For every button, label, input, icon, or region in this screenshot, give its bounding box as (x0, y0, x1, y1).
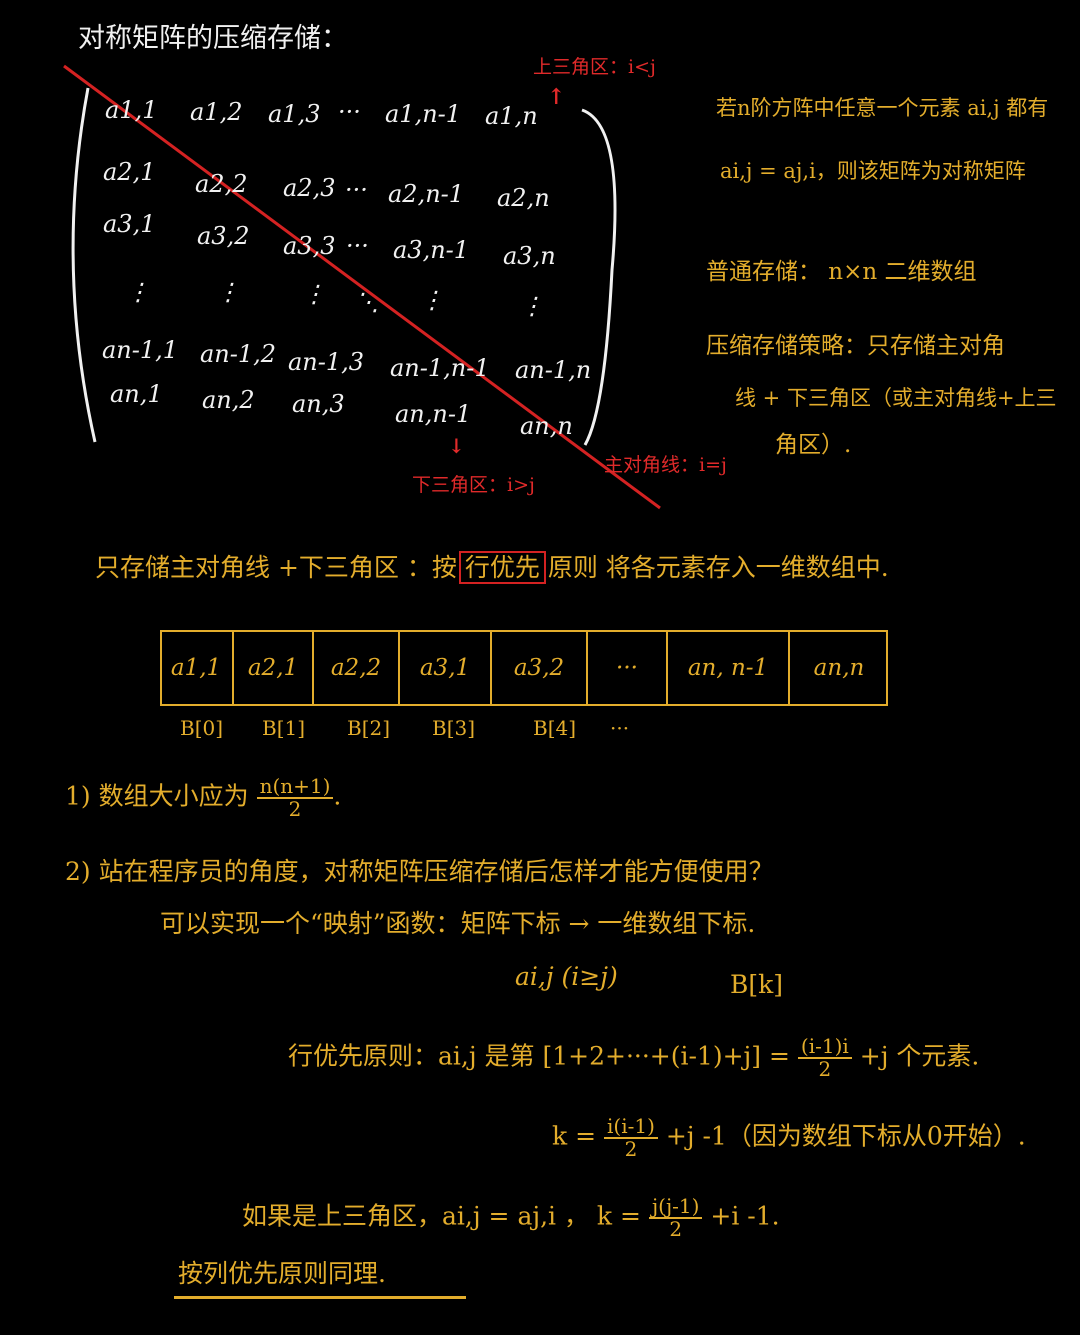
upper-triangle-label: 上三角区：i<j (533, 56, 656, 78)
matrix-cell: ⋮ (216, 278, 240, 306)
array-cell: a3,2 (492, 630, 588, 706)
upper-triangle-rule-text: 如果是上三角区，ai,j = aj,i ， k = (242, 1201, 641, 1231)
fraction-denominator: 2 (818, 1057, 832, 1081)
upper-triangle-rule: 如果是上三角区，ai,j = aj,i ， k = j(j-1)2 +i -1. (242, 1196, 780, 1240)
one-dim-array (160, 630, 888, 706)
matrix-cell: a2,n (497, 184, 550, 212)
column-major-rule: 按列优先原则同理. (178, 1259, 386, 1288)
matrix-cell: ··· (338, 98, 361, 126)
matrix-cell: ··· (345, 176, 368, 204)
array-cell: a1,1 (160, 630, 234, 706)
matrix-cell: an-1,2 (200, 340, 277, 368)
matrix-cell: an-1,1 (102, 336, 179, 364)
matrix-cell: a2,1 (103, 158, 156, 186)
matrix-cell: a3,3 (283, 232, 336, 260)
matrix-cell: a1,3 (268, 100, 321, 128)
k-formula-suffix: +j -1（因为数组下标从0开始）. (665, 1121, 1026, 1151)
mapping-right: B[k] (730, 970, 784, 999)
matrix-cell: an,2 (202, 386, 255, 414)
matrix-cell: ⋮ (420, 286, 444, 314)
k-formula: k = i(i-1)2 +j -1（因为数组下标从0开始）. (552, 1116, 1026, 1160)
matrix-cell: an,3 (292, 390, 345, 418)
fraction-denominator: 2 (624, 1137, 638, 1161)
array-size-fraction: n(n+1)2 (256, 776, 334, 821)
matrix-cell: a3,n (503, 242, 556, 270)
matrix-cell: a3,n-1 (393, 236, 470, 264)
strategy-line-3: 角区）. (775, 432, 852, 458)
fraction-numerator: (i-1)i (797, 1036, 852, 1059)
row-major-rule-text: 行优先原则：ai,j 是第 [1+2+···+(i-1)+j] = (288, 1041, 790, 1071)
matrix-cell: an,n (520, 412, 573, 440)
k-fraction: i(i-1)2 (604, 1116, 658, 1160)
matrix-cell: a2,2 (195, 170, 248, 198)
matrix-cell: ⋮ (126, 278, 150, 306)
array-cell: a3,1 (400, 630, 492, 706)
matrix-cell: an-1,3 (288, 348, 365, 376)
matrix-cell: a1,2 (190, 98, 243, 126)
upper-fraction: j(j-1)2 (648, 1196, 703, 1241)
matrix-cell: a1,n (485, 102, 538, 130)
array-cell: an, n-1 (668, 630, 790, 706)
matrix-cell: a1,n-1 (385, 100, 462, 128)
matrix-cell: a2,3 (283, 174, 336, 202)
array-cell: ··· (588, 630, 668, 706)
normal-storage-note: 普通存储： n×n 二维数组 (706, 259, 977, 285)
upper-triangle-rule-end: +i -1. (710, 1201, 780, 1231)
array-index-label: B[2] (347, 716, 391, 740)
question-1-end: . (333, 781, 342, 811)
definition-line-2: ai,j = aj,i，则该矩阵为对称矩阵 (720, 159, 1026, 183)
matrix-brackets (63, 64, 661, 510)
storage-rule-prefix: 只存储主对角线 +下三角区 ：按 (95, 553, 457, 582)
matrix-cell: a3,1 (103, 210, 156, 238)
matrix-cell: an,n-1 (395, 400, 472, 428)
fraction-denominator: 2 (669, 1217, 683, 1241)
matrix-cell: ⋮ (520, 292, 544, 320)
fraction-numerator: n(n+1) (256, 776, 334, 799)
matrix-cell: ⋮ (302, 280, 326, 308)
storage-rule-suffix: 原则 将各元素存入一维数组中. (547, 553, 889, 582)
array-index-label: B[1] (262, 716, 306, 740)
fraction-numerator: i(i-1) (604, 1116, 658, 1139)
matrix-cell: a1,1 (105, 96, 158, 124)
row-major-highlight: 行优先 (458, 551, 546, 584)
mapping-line: 可以实现一个“映射”函数：矩阵下标 → 一维数组下标. (160, 909, 756, 938)
matrix-cell: ··· (346, 232, 369, 260)
question-1: 1) 数组大小应为 n(n+1)2. (65, 776, 341, 820)
question-2: 2) 站在程序员的角度，对称矩阵压缩存储后怎样才能方便使用？ (65, 857, 774, 886)
lower-triangle-label: 下三角区：i>j (412, 474, 535, 496)
fraction-numerator: j(j-1) (648, 1196, 703, 1219)
matrix-cell: an,1 (110, 380, 163, 408)
array-cell: a2,2 (314, 630, 400, 706)
array-index-label: ··· (610, 716, 630, 740)
matrix-cell: a2,n-1 (388, 180, 465, 208)
matrix-cell: an-1,n (515, 356, 592, 384)
diagonal-label: 主对角线：i=j (604, 454, 727, 476)
storage-rule-line: 只存储主对角线 +下三角区 ：按行优先原则 将各元素存入一维数组中. (95, 548, 889, 584)
matrix-cell: a3,2 (197, 222, 250, 250)
mapping-left: ai,j (i≥j) (515, 962, 618, 991)
page-title: 对称矩阵的压缩存储： (78, 23, 348, 54)
array-index-label: B[0] (180, 716, 224, 740)
up-arrow-icon: ↑ (547, 84, 566, 110)
array-cell: an,n (813, 655, 865, 681)
column-major-underline (174, 1296, 466, 1299)
definition-line-1: 若n阶方阵中任意一个元素 ai,j 都有 (716, 96, 1049, 120)
strategy-line-2: 线 + 下三角区（或主对角线+上三 (735, 386, 1057, 410)
array-index-label: B[3] (432, 716, 476, 740)
k-formula-prefix: k = (552, 1121, 597, 1151)
row-major-rule: 行优先原则：ai,j 是第 [1+2+···+(i-1)+j] = (i-1)i… (288, 1036, 979, 1080)
fraction-denominator: 2 (288, 797, 302, 821)
matrix-cell: ⋱ (355, 288, 379, 316)
array-index-label: B[4] (533, 716, 577, 740)
matrix-cell: an-1,n-1 (390, 354, 490, 382)
question-1-text: 1) 数组大小应为 (65, 781, 249, 811)
row-major-rule-end: +j 个元素. (859, 1041, 980, 1071)
array-cell: a2,1 (234, 630, 314, 706)
diagonal-line (63, 64, 661, 510)
down-arrow-icon: ↓ (448, 434, 465, 458)
strategy-line-1: 压缩存储策略：只存储主对角 (706, 333, 1005, 359)
